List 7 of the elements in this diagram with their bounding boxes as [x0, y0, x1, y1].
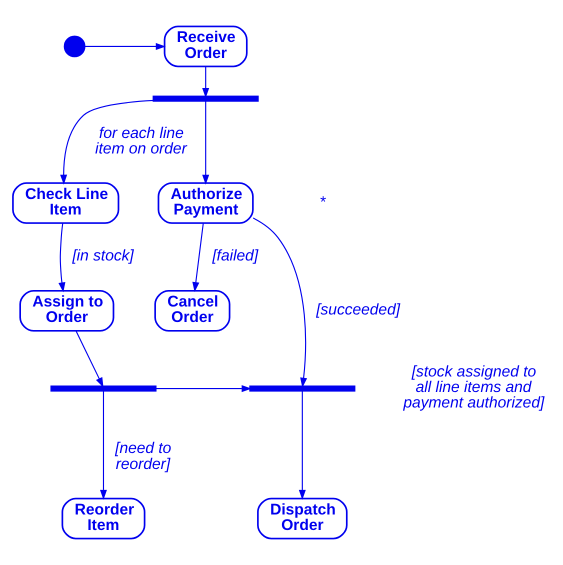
edge-label: for each line item on order	[95, 124, 187, 158]
edge-label: [succeeded]	[316, 301, 400, 318]
label: *	[320, 194, 326, 212]
edge-label: [in stock]	[72, 248, 134, 265]
edge-label: [failed]	[212, 248, 258, 265]
node-label: [stock assigned to all line items and payment authorized]	[403, 364, 544, 412]
edge-label: [need to reorder]	[115, 440, 172, 473]
